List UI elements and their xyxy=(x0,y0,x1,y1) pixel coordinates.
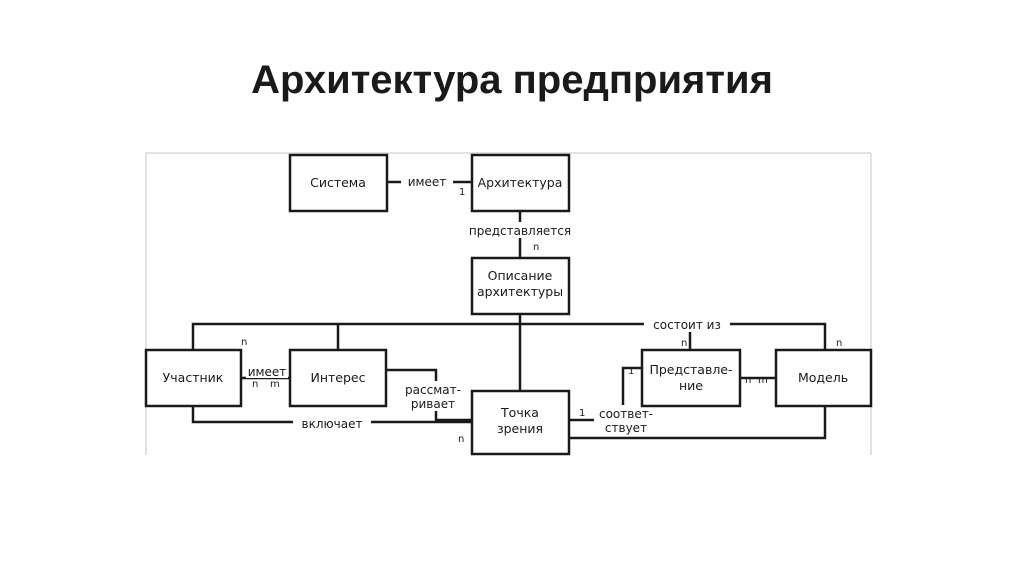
node-view-label-1: Представле- xyxy=(649,362,732,377)
node-interest: Интерес xyxy=(288,348,388,408)
mult-has-interest-m: m xyxy=(270,379,280,390)
node-system-label: Система xyxy=(310,175,366,190)
edge-label-corresponds-2: ствует xyxy=(605,421,647,435)
edge-label-considers-2: ривает xyxy=(411,397,455,411)
node-view-label-2: ние xyxy=(679,378,703,393)
edge-label-has-interest: имеет xyxy=(248,365,287,379)
node-architecture-label: Архитектура xyxy=(478,175,563,190)
node-participant-label: Участник xyxy=(163,370,224,385)
node-participant: Участник xyxy=(144,348,243,408)
node-interest-label: Интерес xyxy=(311,370,366,385)
slide-title: Архитектура предприятия xyxy=(251,58,773,102)
mult-model-top: n xyxy=(836,338,842,349)
edge-label-corresponds-1: соответ- xyxy=(599,407,653,421)
edge-label-includes: включает xyxy=(302,417,363,431)
mult-description: n xyxy=(533,242,539,253)
node-model-label: Модель xyxy=(798,370,848,385)
node-architecture: Архитектура xyxy=(470,153,571,213)
mult-architecture: 1 xyxy=(459,187,465,198)
node-viewpoint-label-1: Точка xyxy=(500,405,539,420)
edge-label-has-architecture: имеет xyxy=(408,175,447,189)
mult-has-interest-n: n xyxy=(252,379,258,390)
node-system: Система xyxy=(288,153,389,213)
node-model: Модель xyxy=(774,348,873,408)
edge-label-represented: представляется xyxy=(469,224,571,238)
mult-view-right: n xyxy=(745,375,751,386)
edge-viewpoint-model xyxy=(569,406,827,440)
mult-viewpoint-1: 1 xyxy=(579,408,585,419)
mult-model-left: m xyxy=(758,375,768,386)
edge-participant-viewpoint xyxy=(191,406,472,424)
edge-label-consists-of: состоит из xyxy=(653,318,721,332)
node-view: Представле- ние xyxy=(640,348,742,408)
mult-view-top: n xyxy=(681,338,687,349)
mult-participant: n xyxy=(241,337,247,348)
node-viewpoint-label-2: зрения xyxy=(497,421,543,436)
mult-viewpoint-n: n xyxy=(458,434,464,445)
node-description-label-2: архитектуры xyxy=(477,284,563,299)
node-description-label-1: Описание xyxy=(488,268,553,283)
edge-consists-of-bus xyxy=(191,322,827,350)
mult-view-left: 1 xyxy=(628,366,634,377)
edge-label-considers-1: рассмат- xyxy=(405,383,461,397)
node-description: Описание архитектуры xyxy=(470,256,571,316)
node-viewpoint: Точка зрения xyxy=(470,389,571,456)
